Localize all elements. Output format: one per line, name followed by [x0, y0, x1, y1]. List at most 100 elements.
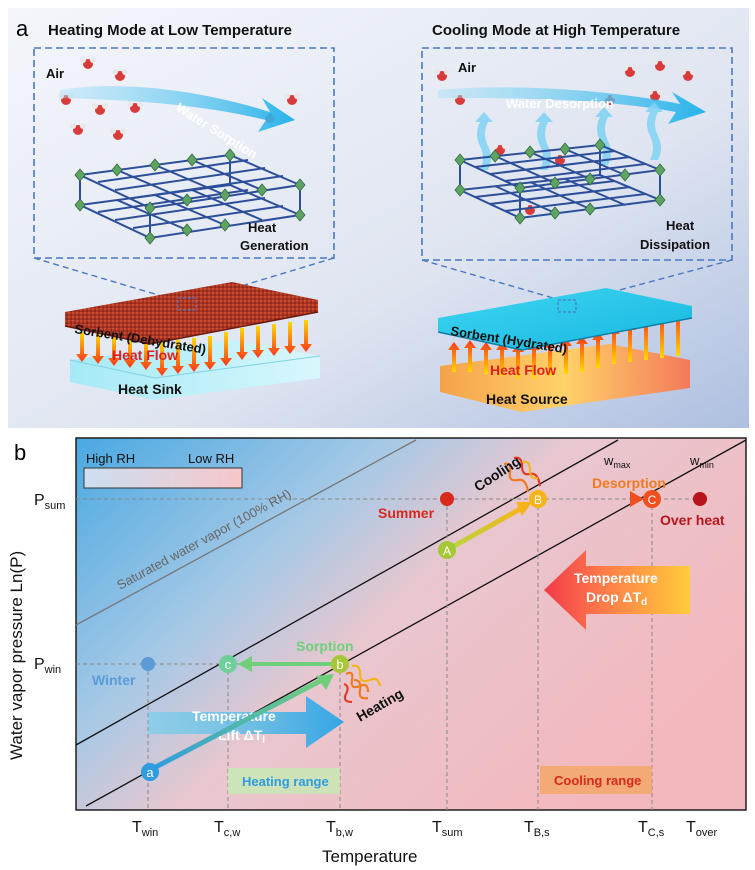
text-fragment: P — [34, 656, 45, 673]
text-fragment: c,w — [224, 827, 241, 839]
points: a b c A B C — [141, 490, 707, 781]
cooling-mode-title: Cooling Mode at High Temperature — [432, 22, 680, 39]
point-B-label: B — [534, 493, 542, 507]
heat-flow-arrows-left — [76, 320, 312, 376]
mof-nodes-left — [74, 148, 306, 245]
sorption-label: Sorption — [296, 638, 354, 654]
heating-mode-illustration: Heating Mode at Low Temperature Air Wate… — [33, 22, 335, 400]
text-fragment: l — [262, 735, 265, 746]
temperature-drop-line2: Drop ΔTd — [586, 589, 647, 608]
path-a-to-b — [148, 677, 324, 773]
arrowhead-b-to-c — [238, 656, 252, 672]
point-b-label: b — [336, 657, 343, 672]
x-tick-t-bs: TB,s — [524, 819, 550, 839]
point-c-label: c — [225, 657, 232, 672]
panel-a-label: a — [16, 16, 29, 41]
path-A-to-B — [445, 505, 524, 553]
right-zoom-lines — [421, 259, 733, 301]
x-tick-t-cs: TC,s — [638, 819, 665, 839]
water-desorption-label: Water Desorption — [506, 96, 614, 111]
heating-range-box — [228, 768, 340, 794]
text-fragment: T — [132, 819, 142, 836]
text-fragment: d — [641, 597, 647, 608]
left-zoom-box — [33, 47, 335, 259]
heat-sink-label: Heat Sink — [118, 381, 182, 397]
heat-flow-arrows-right — [448, 310, 684, 378]
over-heat-label: Over heat — [660, 512, 725, 528]
water-sorption-ribbon — [60, 86, 295, 132]
y-tick-p-sum: Psum — [34, 492, 65, 512]
saturated-line — [75, 439, 417, 626]
arrowhead-A-to-B — [516, 502, 532, 516]
cooling-range-label: Cooling range — [554, 773, 641, 788]
legend-low-rh: Low RH — [188, 451, 234, 466]
summer-label: Summer — [378, 505, 435, 521]
heating-range-label: Heating range — [242, 774, 329, 789]
point-C-label: C — [648, 493, 657, 507]
sorbent-hydrated-slab — [438, 288, 692, 350]
temperature-drop-line1: Temperature — [574, 570, 658, 586]
y-tick-p-win: Pwin — [34, 656, 61, 676]
point-a — [141, 763, 159, 781]
x-tick-t-over: Tover — [686, 819, 718, 839]
text-fragment: T — [432, 819, 442, 836]
sorbent-dehydrated-slab — [65, 282, 318, 344]
point-c — [219, 655, 237, 673]
text-fragment: over — [696, 827, 718, 839]
point-A-label: A — [443, 544, 451, 558]
right-air-label: Air — [458, 60, 476, 75]
cooling-mode-illustration: Cooling Mode at High Temperature Air Wat… — [421, 22, 733, 412]
text-fragment: w — [689, 453, 700, 468]
heat-dissipation-line1: Heat — [666, 218, 695, 233]
heat-dissipation-line2: Dissipation — [640, 237, 710, 252]
heat-generation-line2: Generation — [240, 238, 309, 253]
w-max-label: wmax — [603, 453, 631, 470]
panel-b-label: b — [14, 440, 26, 465]
cooling-wavy-arrows — [503, 456, 542, 493]
mof-nodes-right — [454, 138, 666, 225]
x-axis-title: Temperature — [322, 847, 417, 866]
heating-wavy-arrows — [343, 664, 382, 704]
text-fragment: C,s — [648, 827, 665, 839]
heat-flow-label-right: Heat Flow — [490, 362, 556, 378]
x-tick-t-win: Twin — [132, 819, 158, 839]
cooling-range-box — [540, 766, 652, 794]
text-fragment: win — [141, 827, 159, 839]
point-B — [529, 490, 547, 508]
desorption-wave-arrows — [475, 102, 663, 170]
text-fragment: T — [524, 819, 534, 836]
y-axis-title: Water vapor pressure Ln(P) — [7, 551, 26, 760]
point-summer — [440, 492, 454, 506]
heat-flow-label-left: Heat Flow — [112, 347, 178, 363]
point-a-label: a — [146, 765, 154, 780]
desorption-label: Desorption — [592, 475, 666, 491]
point-over-heat — [693, 492, 707, 506]
point-C — [643, 490, 661, 508]
point-b — [331, 655, 349, 673]
x-tick-t-cw: Tc,w — [214, 819, 240, 839]
text-fragment: max — [613, 460, 631, 470]
legend-high-rh: High RH — [86, 451, 135, 466]
water-desorption-ribbon — [438, 87, 706, 124]
text-fragment: T — [214, 819, 224, 836]
temperature-drop-arrow — [544, 550, 690, 630]
rh-legend-bar — [83, 467, 243, 489]
text-fragment: T — [686, 819, 696, 836]
heating-mode-title: Heating Mode at Low Temperature — [48, 22, 292, 39]
heat-generation-line1: Heat — [248, 220, 277, 235]
text-fragment: min — [699, 460, 714, 470]
w-min-label: wmin — [689, 453, 714, 470]
right-zoom-box — [421, 47, 733, 261]
x-ticks: Twin Tc,w Tb,w Tsum TB,s TC,s Tover — [132, 819, 718, 839]
text-fragment: P — [34, 492, 45, 509]
text-fragment: w — [603, 453, 614, 468]
arrowhead-a-to-b — [316, 674, 334, 690]
text-fragment: B,s — [534, 827, 550, 839]
arrowhead-B-to-C — [630, 491, 644, 507]
x-tick-t-sum: Tsum — [432, 819, 463, 839]
left-air-label: Air — [46, 66, 64, 81]
text-fragment: T — [326, 819, 336, 836]
text-fragment: b,w — [336, 827, 353, 839]
text-fragment: sum — [45, 500, 66, 512]
